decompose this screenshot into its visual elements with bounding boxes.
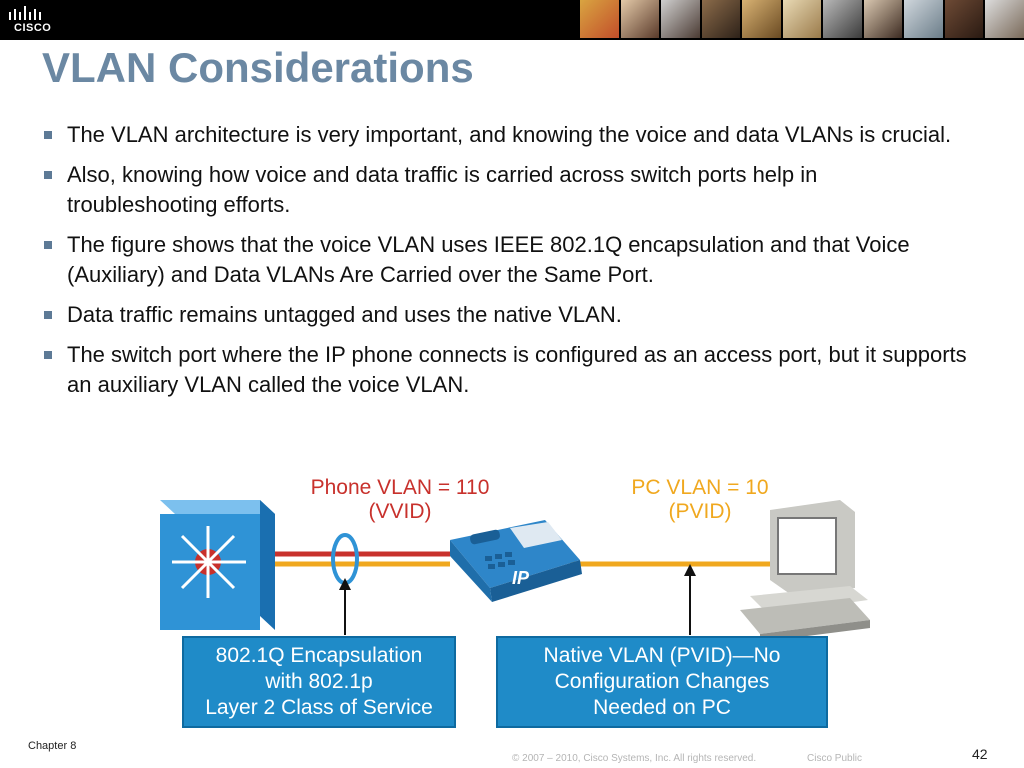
bullet-item: Data traffic remains untagged and uses t… <box>42 300 972 330</box>
person-photo <box>904 0 943 38</box>
switch-icon <box>160 500 275 630</box>
vlan-diagram-drawing <box>160 500 870 642</box>
classification-text: Cisco Public <box>807 753 863 764</box>
person-photo <box>782 0 822 38</box>
bullet-item: Also, knowing how voice and data traffic… <box>42 160 972 220</box>
person-photo <box>620 0 660 38</box>
copyright-text: © 2007 – 2010, Cisco Systems, Inc. All r… <box>512 753 757 764</box>
person-photo <box>661 0 700 38</box>
person-photo <box>985 0 1024 38</box>
chapter-label: Chapter 8 <box>28 740 77 752</box>
slide-title: VLAN Considerations <box>42 44 474 91</box>
encapsulation-ring <box>331 533 359 585</box>
native-line: Native VLAN (PVID)—No <box>543 644 781 667</box>
phone-vlan-line2: (VVID) <box>368 500 432 523</box>
phone-vlan-line1: Phone VLAN = 110 <box>310 476 490 499</box>
bullet-item: The switch port where the IP phone conne… <box>42 340 972 400</box>
photo-strip <box>580 0 1024 38</box>
header-bar: CISCO <box>0 0 1024 40</box>
bullet-item: The VLAN architecture is very important,… <box>42 120 972 150</box>
pc-vlan-line1: PC VLAN = 10 <box>631 476 769 499</box>
vlan-diagram: Phone VLAN = 110 (VVID) PC VLAN = 10 (PV… <box>150 470 890 740</box>
native-vlan-box: Native VLAN (PVID)—No Configuration Chan… <box>496 636 828 728</box>
person-photo <box>823 0 862 38</box>
pc-vlan-label: PC VLAN = 10 (PVID) <box>600 476 800 524</box>
logo-wordmark: CISCO <box>14 22 52 34</box>
encap-line: with 802.1p <box>265 670 373 693</box>
native-line: Needed on PC <box>593 696 731 719</box>
pc-icon <box>740 500 870 642</box>
bullet-item: The figure shows that the voice VLAN use… <box>42 230 972 290</box>
pc-vlan-line2: (PVID) <box>668 500 732 523</box>
cisco-bars-icon <box>9 6 41 20</box>
bullet-list: The VLAN architecture is very important,… <box>42 120 972 410</box>
page-number: 42 <box>972 746 988 762</box>
person-photo <box>944 0 984 38</box>
phone-ip-text: IP <box>512 568 530 588</box>
ip-phone-icon <box>450 520 582 602</box>
phone-vlan-label: Phone VLAN = 110 (VVID) <box>280 476 520 524</box>
encapsulation-box: 802.1Q Encapsulation with 802.1p Layer 2… <box>182 636 456 728</box>
encap-line: Layer 2 Class of Service <box>205 696 433 719</box>
person-photo <box>701 0 741 38</box>
person-photo <box>580 0 619 38</box>
person-photo <box>863 0 903 38</box>
person-photo <box>742 0 781 38</box>
cisco-logo: CISCO <box>0 0 60 38</box>
native-line: Configuration Changes <box>554 670 770 693</box>
encap-line: 802.1Q Encapsulation <box>215 644 423 667</box>
